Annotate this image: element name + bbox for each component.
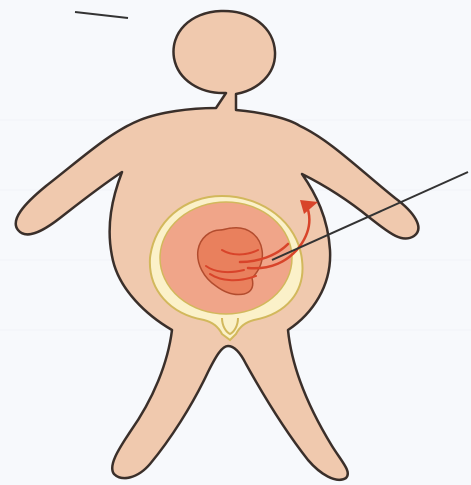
top-leader-line (75, 12, 128, 18)
